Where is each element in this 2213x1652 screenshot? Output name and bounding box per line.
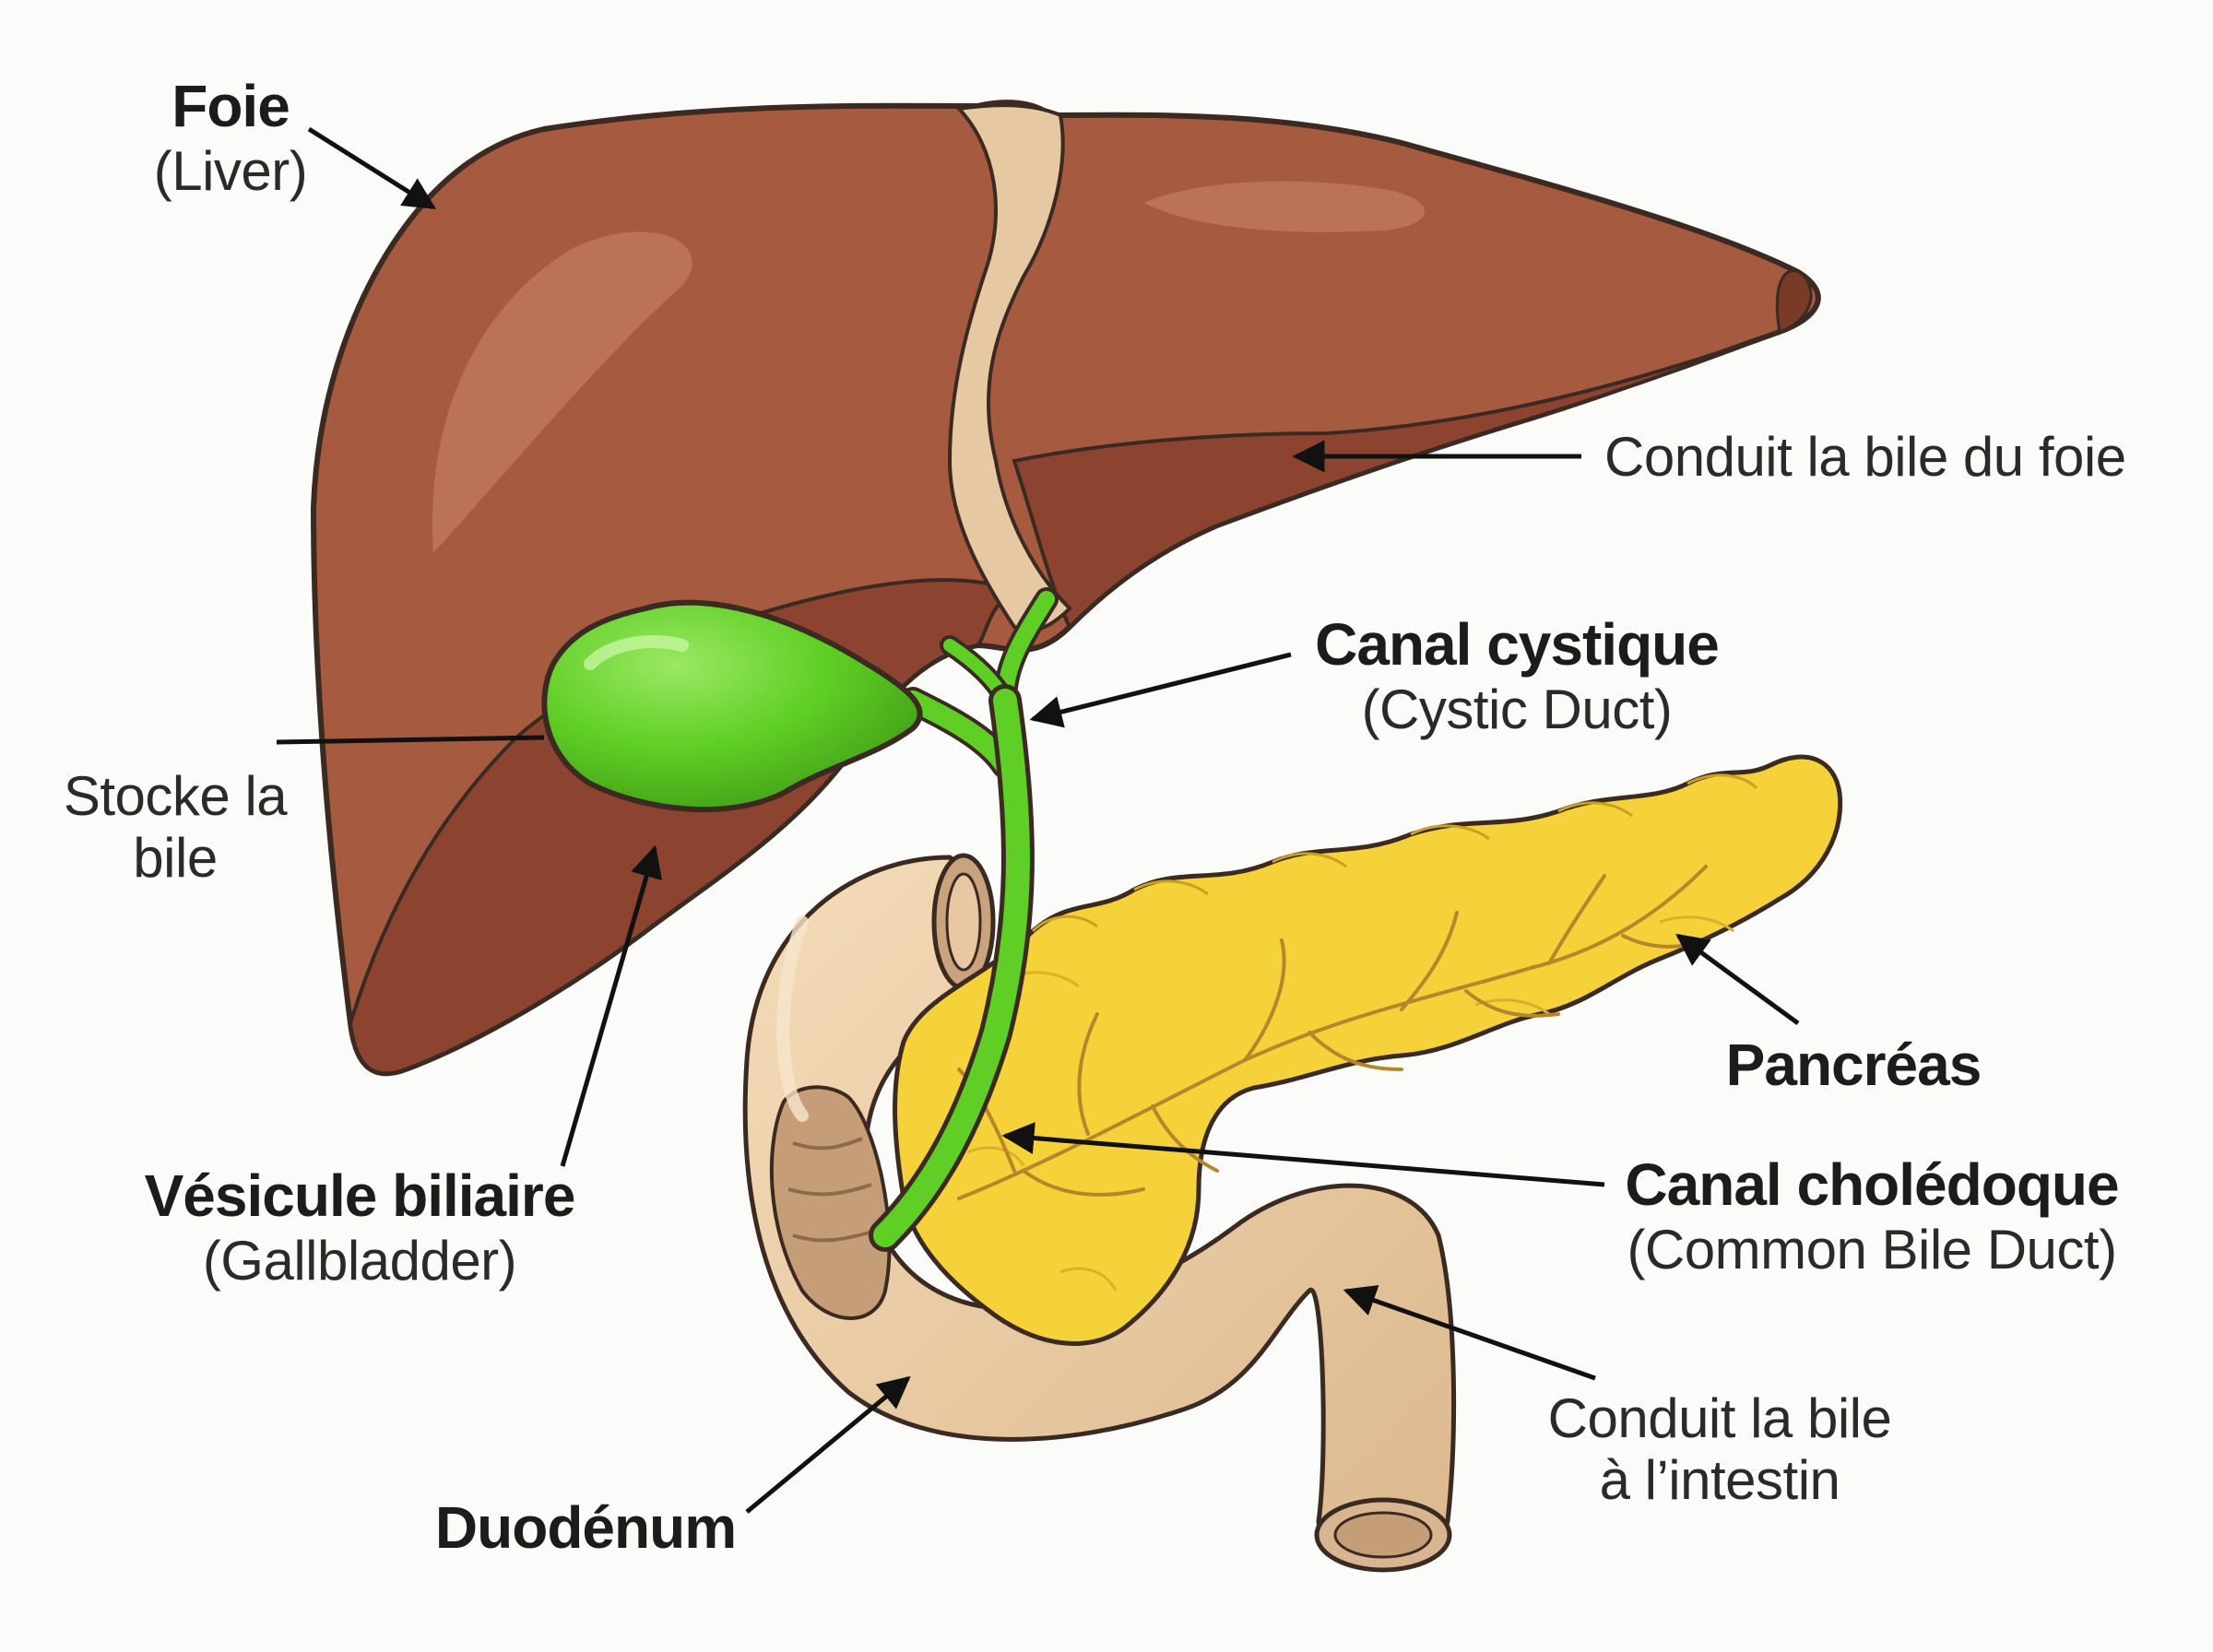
arrow-duct-function xyxy=(1343,1284,1596,1381)
label-gallbladder-en: (Gallbladder) xyxy=(202,1229,517,1292)
label-gallbladder-fr: Vésicule biliaire xyxy=(144,1162,576,1229)
label-duodenum: Duodénum xyxy=(406,1494,765,1562)
label-gallbladder-function-line2: bile xyxy=(133,827,218,890)
arrow-pancreas xyxy=(1675,933,1800,1026)
label-liver-fr: Foie xyxy=(172,73,290,139)
label-pancreas: Pancréas xyxy=(1697,1032,2010,1099)
label-liver-en: (Liver) xyxy=(153,139,308,202)
label-liver: Foie (Liver) xyxy=(129,73,332,202)
label-liver-function: Conduit la bile du foie xyxy=(1604,426,2126,488)
label-cystic-duct-fr: Canal cystique xyxy=(1315,611,1720,678)
arrow-liver xyxy=(307,126,436,210)
bile-ducts xyxy=(869,587,1059,1252)
label-duct-function-line1: Conduit la bile xyxy=(1547,1387,1892,1449)
label-duct-function-line2: à l’intestin xyxy=(1599,1449,1840,1512)
line-gallbladder-function xyxy=(276,735,545,745)
arrow-gallbladder xyxy=(560,844,663,1167)
label-pancreas-fr: Pancréas xyxy=(1725,1032,1982,1098)
gallbladder xyxy=(541,599,923,813)
label-gallbladder-function: Stocke la bile xyxy=(46,765,304,889)
label-common-bile-duct-en: (Common Bile Duct) xyxy=(1627,1218,2117,1280)
label-duct-function: Conduit la bile à l’intestin xyxy=(1521,1387,1918,1511)
label-liver-function-text: Conduit la bile du foie xyxy=(1604,426,2126,488)
label-cystic-duct: Canal cystique (Cystic Duct) xyxy=(1291,611,1743,740)
label-cystic-duct-en: (Cystic Duct) xyxy=(1361,678,1673,740)
pancreas xyxy=(893,754,1843,1346)
leader-lines xyxy=(276,126,1800,1514)
label-common-bile-duct-fr: Canal cholédoque xyxy=(1625,1151,2119,1218)
label-gallbladder-function-line1: Stocke la xyxy=(63,765,288,827)
arrow-duodenum xyxy=(745,1375,911,1514)
arrow-cystic-duct xyxy=(1029,652,1292,728)
label-duodenum-fr: Duodénum xyxy=(434,1494,737,1561)
arrow-common-bile-duct xyxy=(1001,1122,1605,1187)
label-gallbladder: Vésicule biliaire (Gallbladder) xyxy=(111,1162,609,1292)
label-common-bile-duct: Canal cholédoque (Common Bile Duct) xyxy=(1600,1151,2144,1280)
